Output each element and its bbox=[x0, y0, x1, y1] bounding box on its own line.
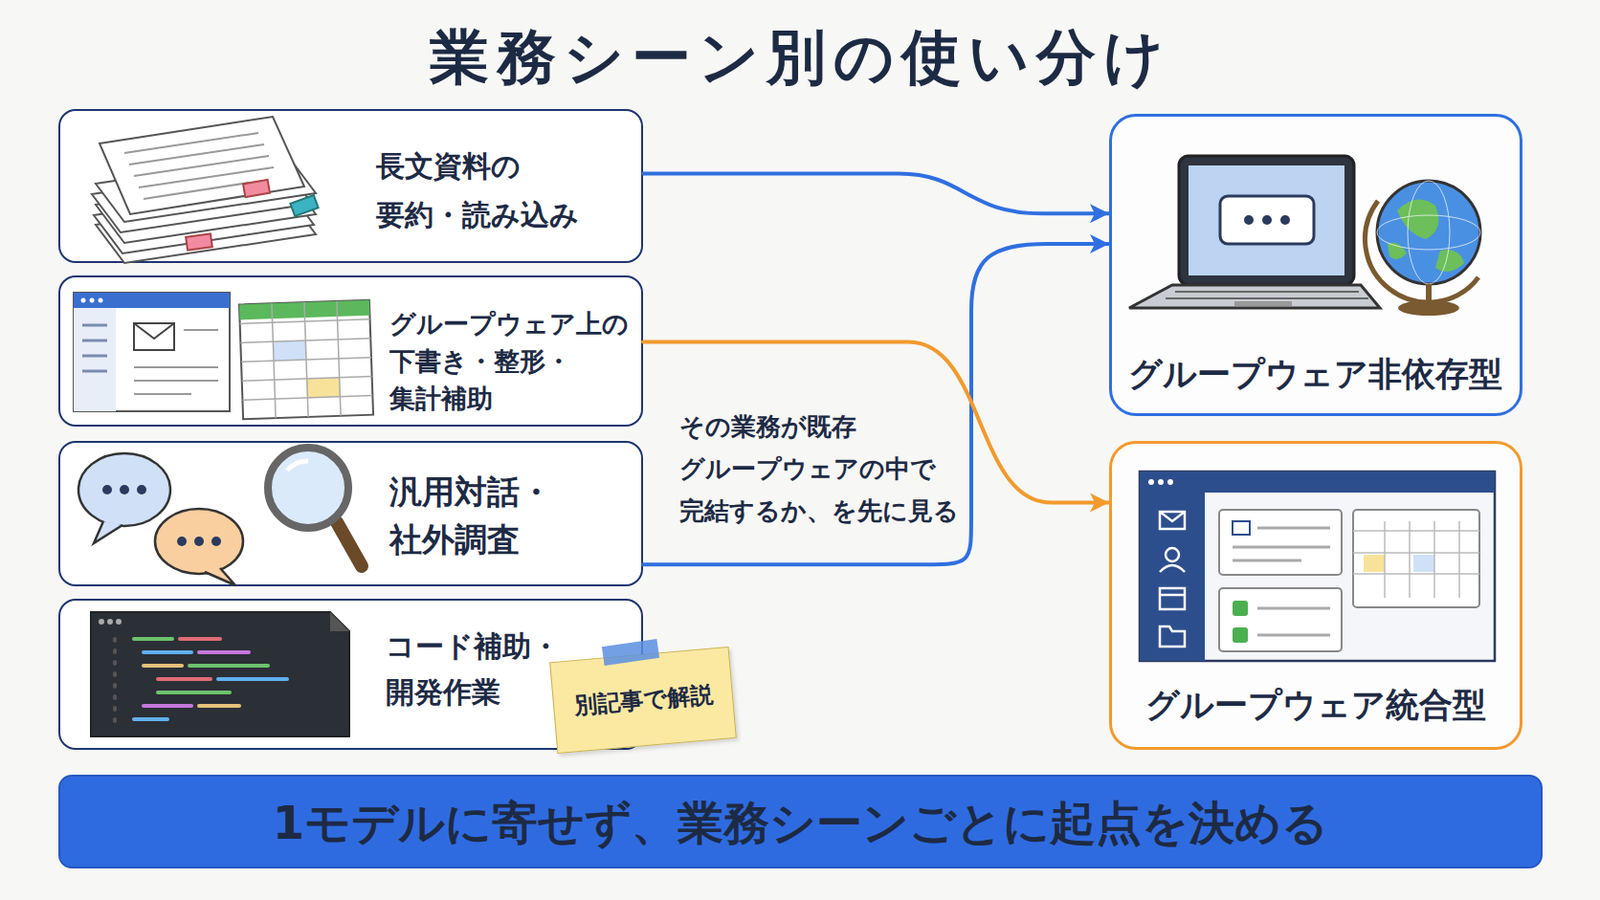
node-text: グループウェア非依存型 bbox=[1111, 350, 1519, 399]
connector-arrow bbox=[643, 244, 1110, 565]
node-text: 別記事で解説 bbox=[553, 676, 735, 725]
node-text: 1モデルに寄せず、業務シーンごとに起点を決める bbox=[60, 796, 1541, 850]
sticky-note: 別記事で解説 bbox=[549, 646, 737, 755]
node-text: グループウェア統合型 bbox=[1111, 681, 1519, 730]
scene-box: 長文資料の 要約・読み込み bbox=[58, 109, 644, 264]
note-label: その業務が既存 グループウェアの中で 完結するか、を先に見る bbox=[679, 405, 977, 533]
scene-box: グループウェア上の 下書き・整形・ 集計補助 bbox=[58, 275, 644, 427]
diagram-title: 業務シーン別の使い分け bbox=[0, 17, 1600, 98]
summary-band: 1モデルに寄せず、業務シーンごとに起点を決める bbox=[58, 775, 1543, 869]
node-text: グループウェア上の 下書き・整形・ 集計補助 bbox=[389, 305, 641, 418]
type-box: グループウェア統合型 bbox=[1109, 441, 1523, 751]
connector-arrow bbox=[643, 174, 1110, 215]
node-text: 長文資料の 要約・読み込み bbox=[376, 141, 616, 240]
scene-box: 汎用対話・ 社外調査 bbox=[58, 441, 644, 587]
node-text: 汎用対話・ 社外調査 bbox=[389, 467, 591, 564]
type-box: グループウェア非依存型 bbox=[1109, 113, 1523, 417]
